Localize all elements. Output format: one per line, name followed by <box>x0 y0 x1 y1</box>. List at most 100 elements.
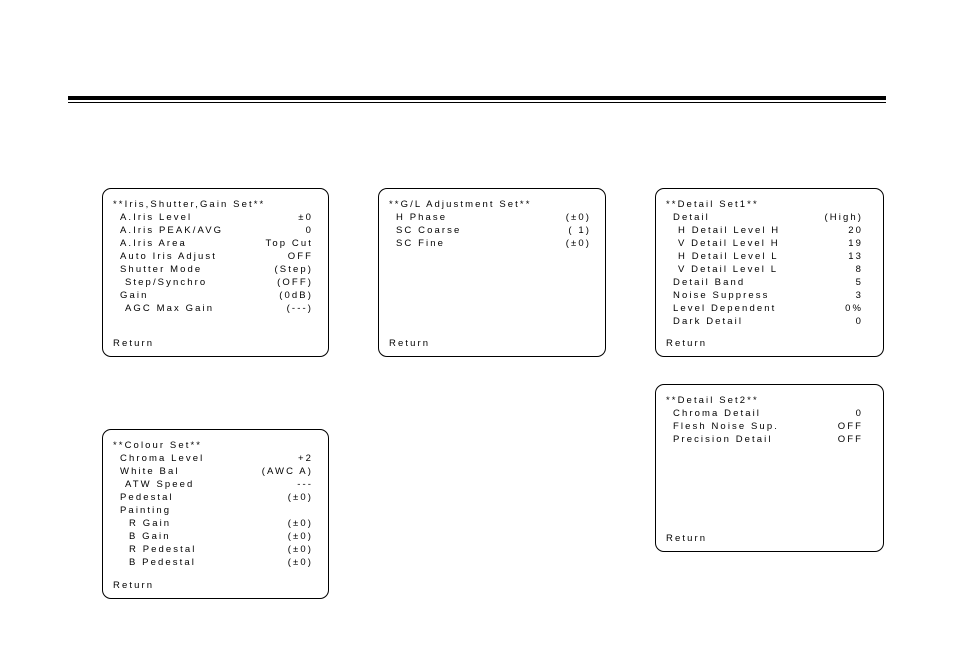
menu-item[interactable]: ATW Speed --- <box>103 478 313 491</box>
menu-item-value: 0% <box>845 303 863 314</box>
menu-item[interactable]: V Detail Level L 8 <box>656 263 863 276</box>
menu-item-label: A.Iris Area <box>120 238 187 249</box>
return-item[interactable]: Return <box>113 580 155 591</box>
header-rule-thick <box>68 96 886 100</box>
menu-item[interactable]: A.Iris Area Top Cut <box>103 237 313 250</box>
menu-item-label: B Pedestal <box>129 557 196 568</box>
menu-item-value: Top Cut <box>265 238 313 249</box>
return-item[interactable]: Return <box>113 338 155 349</box>
menu-panel-detail-set1: **Detail Set1**Detail(High)H Detail Leve… <box>655 188 884 357</box>
menu-item-value: (±0) <box>287 492 313 503</box>
menu-item-value: (---) <box>286 303 313 314</box>
menu-item-label: Detail <box>673 212 710 223</box>
menu-item-label: Gain <box>120 290 149 301</box>
menu-item-label: SC Coarse <box>396 225 462 236</box>
menu-item-value: 20 <box>848 225 863 236</box>
menu-item[interactable]: SC Coarse ( 1) <box>379 224 591 237</box>
menu-item-value: 0 <box>305 225 313 236</box>
menu-item[interactable]: Pedestal (±0) <box>103 491 313 504</box>
return-item[interactable]: Return <box>389 338 431 349</box>
menu-item-label: Pedestal <box>120 492 174 503</box>
menu-item-label: Chroma Detail <box>673 408 762 419</box>
menu-item[interactable]: Chroma Detail 0 <box>656 407 863 420</box>
menu-item[interactable]: Precision Detail OFF <box>656 433 863 446</box>
menu-item-value: (±0) <box>287 557 313 568</box>
menu-item-label: Flesh Noise Sup. <box>673 421 779 432</box>
menu-item-value: ( 1) <box>568 225 591 236</box>
menu-panel-gl-adjustment: **G/L Adjustment Set**H Phase(±0)SC Coar… <box>378 188 606 357</box>
menu-item[interactable]: Flesh Noise Sup.OFF <box>656 420 863 433</box>
header-rule-thin <box>68 102 886 103</box>
menu-item[interactable]: SC Fine (±0) <box>379 237 591 250</box>
menu-title: **Colour Set** <box>113 440 203 451</box>
menu-item-label: H Phase <box>396 212 448 223</box>
menu-item[interactable]: White Bal(AWC A) <box>103 465 313 478</box>
menu-item-value: 8 <box>855 264 863 275</box>
menu-item-value: 19 <box>848 238 863 249</box>
menu-item-label: A.Iris PEAK/AVG <box>120 225 224 236</box>
menu-item-value: 3 <box>855 290 863 301</box>
menu-item-value: (±0) <box>287 518 313 529</box>
menu-item-value: (±0) <box>287 544 313 555</box>
menu-item-label: V Detail Level H <box>678 238 780 249</box>
menu-item-value: ±0 <box>298 212 313 223</box>
menu-item[interactable]: B Pedestal (±0) <box>103 556 313 569</box>
menu-item[interactable]: R Pedestal (±0) <box>103 543 313 556</box>
menu-item-value: (±0) <box>565 238 591 249</box>
menu-item-label: AGC Max Gain <box>125 303 215 314</box>
menu-item[interactable]: H Detail Level H 20 <box>656 224 863 237</box>
menu-item[interactable]: V Detail Level H 19 <box>656 237 863 250</box>
menu-item-value: 0 <box>855 408 863 419</box>
menu-item[interactable]: Step/Synchro(OFF) <box>103 276 313 289</box>
menu-item-value: OFF <box>287 251 313 262</box>
menu-item-value: --- <box>297 479 313 490</box>
menu-item-label: Chroma Level <box>120 453 205 464</box>
menu-item[interactable]: Auto Iris Adjust OFF <box>103 250 313 263</box>
menu-item-value: 13 <box>848 251 863 262</box>
menu-title: **Iris,Shutter,Gain Set** <box>113 199 266 210</box>
menu-item[interactable]: Dark Detail 0 <box>656 315 863 328</box>
menu-item[interactable]: A.Iris PEAK/AVG 0 <box>103 224 313 237</box>
menu-item-label: Precision Detail <box>673 434 773 445</box>
menu-item-value: (High) <box>824 212 863 223</box>
menu-item-label: SC Fine <box>396 238 446 249</box>
menu-item[interactable]: Painting <box>103 504 313 517</box>
menu-item[interactable]: B Gain (±0) <box>103 530 313 543</box>
menu-item[interactable]: Chroma Level+2 <box>103 452 313 465</box>
menu-item-label: V Detail Level L <box>678 264 779 275</box>
menu-item[interactable]: Detail Band 5 <box>656 276 863 289</box>
menu-item-label: Dark Detail <box>673 316 744 327</box>
menu-item[interactable]: R Gain(±0) <box>103 517 313 530</box>
menu-item[interactable]: Detail (High) <box>656 211 863 224</box>
menu-item-value: (±0) <box>565 212 591 223</box>
menu-item-value: (±0) <box>287 531 313 542</box>
menu-item-value: 5 <box>855 277 863 288</box>
menu-item-value: (0dB) <box>279 290 313 301</box>
menu-item-label: R Pedestal <box>129 544 197 555</box>
menu-title: **Detail Set2** <box>666 395 759 406</box>
menu-item-label: ATW Speed <box>125 479 195 490</box>
return-item[interactable]: Return <box>666 533 708 544</box>
menu-item-label: H Detail Level H <box>678 225 781 236</box>
menu-item-label: Auto Iris Adjust <box>120 251 217 262</box>
menu-item-value: (AWC A) <box>261 466 313 477</box>
menu-item[interactable]: H Phase (±0) <box>379 211 591 224</box>
menu-item-label: Detail Band <box>673 277 746 288</box>
menu-item[interactable]: A.Iris Level±0 <box>103 211 313 224</box>
menu-item[interactable]: AGC Max Gain (---) <box>103 302 313 315</box>
menu-item[interactable]: Shutter Mode (Step) <box>103 263 313 276</box>
menu-item-label: Shutter Mode <box>120 264 203 275</box>
menu-item[interactable]: Gain (0dB) <box>103 289 313 302</box>
menu-item-value: 0 <box>855 316 863 327</box>
menu-item-label: B Gain <box>129 531 171 542</box>
return-item[interactable]: Return <box>666 338 708 349</box>
menu-item-value: OFF <box>837 434 863 445</box>
menu-item-value: (Step) <box>274 264 313 275</box>
menu-title: **Detail Set1** <box>666 199 759 210</box>
